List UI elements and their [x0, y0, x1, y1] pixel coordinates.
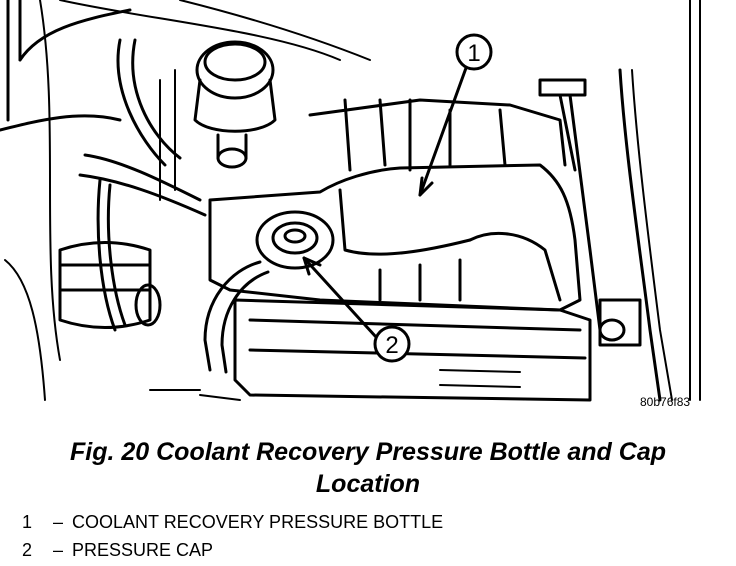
- legend-dash: –: [52, 540, 63, 560]
- callout-2: 2: [302, 256, 411, 363]
- coolant-bottle: [208, 98, 582, 312]
- engine-compartment-illustration: 1 2: [0, 0, 701, 402]
- lower-housing: [149, 298, 592, 402]
- legend: 1–COOLANT RECOVERY PRESSURE BOTTLE 2–PRE…: [22, 508, 443, 564]
- figure-caption: Fig. 20 Coolant Recovery Pressure Bottle…: [20, 436, 716, 500]
- caption-line-2: Location: [315, 470, 421, 498]
- legend-number: 1: [22, 512, 33, 532]
- caption-line-1: Fig. 20 Coolant Recovery Pressure Bottle…: [70, 438, 666, 466]
- hood-outline: [0, 0, 371, 132]
- right-components: [538, 0, 701, 402]
- legend-item: 1–COOLANT RECOVERY PRESSURE BOTTLE: [22, 508, 443, 536]
- pressure-cap: [255, 210, 335, 270]
- brake-reservoir: [193, 40, 277, 169]
- bottle-hose: [203, 260, 270, 374]
- left-hoses: [4, 0, 207, 401]
- callout-1: 1: [418, 33, 493, 197]
- legend-dash: –: [52, 512, 63, 532]
- engine-drawing: 1 2: [0, 0, 701, 402]
- figure-code: 80b76f83: [640, 395, 691, 409]
- legend-number: 2: [22, 540, 33, 560]
- callout-1-label: 1: [467, 40, 480, 67]
- legend-label: COOLANT RECOVERY PRESSURE BOTTLE: [72, 512, 444, 532]
- legend-label: PRESSURE CAP: [72, 540, 214, 560]
- legend-item: 2–PRESSURE CAP: [22, 536, 443, 564]
- callout-2-label: 2: [385, 332, 398, 359]
